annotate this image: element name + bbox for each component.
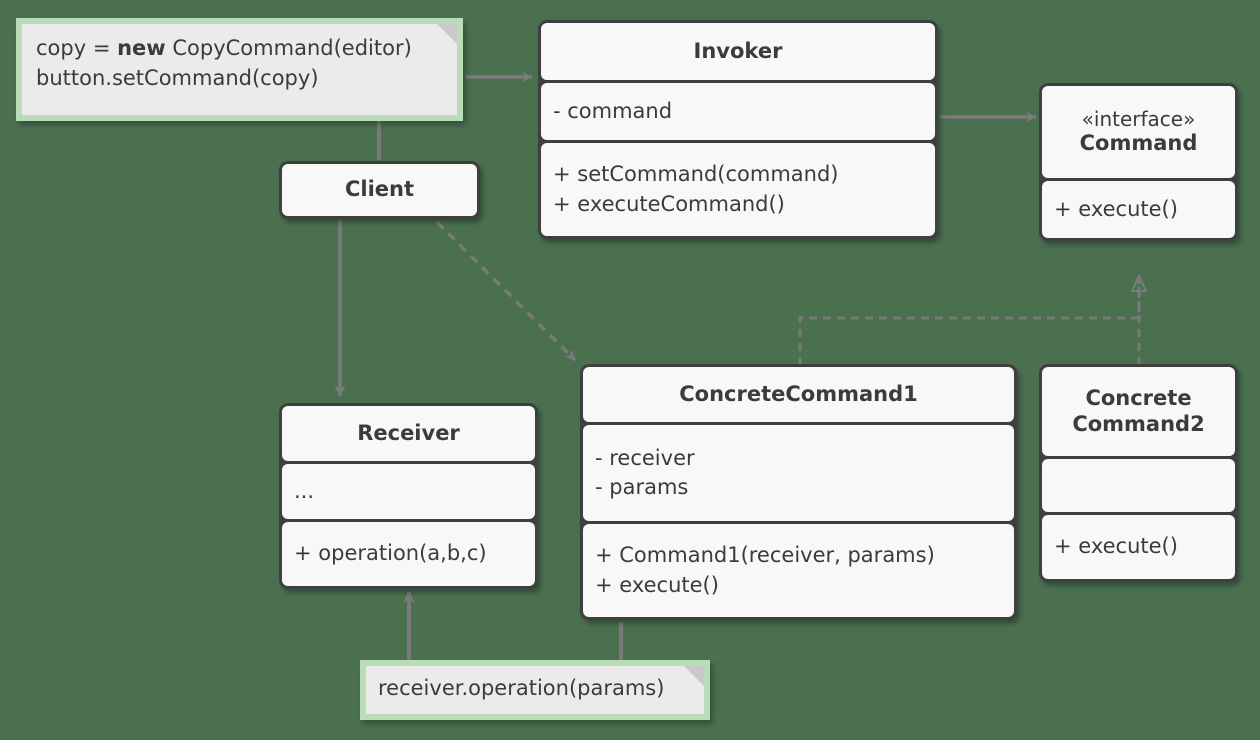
class-attributes-compartment: ...: [282, 464, 535, 519]
operation-row: + execute(): [1054, 196, 1178, 221]
class-name-command: Command: [1079, 131, 1198, 156]
class-attributes-compartment: - command: [541, 83, 935, 140]
class-name-concrete-command-2-line-2: Command2: [1072, 411, 1205, 436]
note-line-1-post: CopyCommand(editor): [165, 36, 412, 60]
connector-concrete-command-1-realizes-command: [798, 276, 1139, 365]
operation-row: + executeCommand(): [553, 191, 785, 216]
class-name-receiver: Receiver: [357, 420, 460, 445]
class-name-concrete-command-1: ConcreteCommand1: [679, 381, 918, 406]
note-line-1: receiver.operation(params): [378, 676, 665, 700]
class-operations-compartment: + operation(a,b,c): [282, 522, 535, 586]
class-operations-compartment: + execute(): [1042, 181, 1235, 238]
note-line-1-keyword: new: [117, 36, 166, 60]
class-box-invoker[interactable]: Invoker - command + setCommand(command) …: [538, 20, 938, 239]
class-operations-compartment: + setCommand(command) + executeCommand(): [541, 143, 935, 236]
class-name-invoker: Invoker: [693, 38, 783, 63]
class-box-concrete-command-1[interactable]: ConcreteCommand1 - receiver - params + C…: [580, 364, 1017, 620]
class-title-compartment: Concrete Command2: [1042, 367, 1235, 456]
connector-client-to-concrete-command-1: [435, 220, 577, 362]
class-attributes-compartment: [1042, 459, 1235, 512]
class-box-client[interactable]: Client: [279, 161, 480, 219]
operation-row: + setCommand(command): [553, 162, 839, 187]
class-operations-compartment: + Command1(receiver, params) + execute(): [583, 524, 1014, 617]
class-title-compartment: «interface» Command: [1042, 86, 1235, 178]
attribute-row: ...: [294, 478, 315, 503]
class-box-receiver[interactable]: Receiver ... + operation(a,b,c): [279, 403, 538, 589]
class-name-client: Client: [344, 177, 415, 202]
operation-row: + execute(): [1054, 534, 1178, 559]
note-line-2: button.setCommand(copy): [36, 64, 443, 94]
class-stereotype-command: «interface»: [1081, 107, 1196, 132]
class-attributes-compartment: - receiver - params: [583, 425, 1014, 521]
note-body: copy = new CopyCommand(editor) button.se…: [22, 24, 457, 115]
operation-row: + operation(a,b,c): [294, 541, 487, 566]
class-title-compartment: Invoker: [541, 23, 935, 80]
class-box-concrete-command-2[interactable]: Concrete Command2 + execute(): [1039, 364, 1238, 582]
class-title-compartment: ConcreteCommand1: [583, 367, 1014, 422]
note-line-1-pre: copy =: [36, 36, 118, 60]
class-name-concrete-command-2-line-1: Concrete: [1085, 386, 1192, 411]
note-client-code[interactable]: copy = new CopyCommand(editor) button.se…: [16, 18, 463, 121]
attribute-row: - command: [553, 98, 673, 123]
note-line-2-pre: button.setCommand(copy): [36, 65, 319, 90]
attribute-row: - params: [595, 475, 689, 499]
class-title-compartment: Client: [282, 164, 477, 216]
class-title-compartment: Receiver: [282, 406, 535, 461]
note-body: receiver.operation(params): [366, 666, 704, 714]
note-receiver-call[interactable]: receiver.operation(params): [360, 660, 710, 720]
class-operations-compartment: + execute(): [1042, 515, 1235, 579]
attribute-row: - receiver: [595, 445, 695, 470]
operation-row: + execute(): [595, 572, 719, 597]
class-box-command[interactable]: «interface» Command + execute(): [1039, 83, 1238, 241]
note-line-1: copy = new CopyCommand(editor): [36, 34, 443, 64]
operation-row: + Command1(receiver, params): [595, 543, 935, 568]
